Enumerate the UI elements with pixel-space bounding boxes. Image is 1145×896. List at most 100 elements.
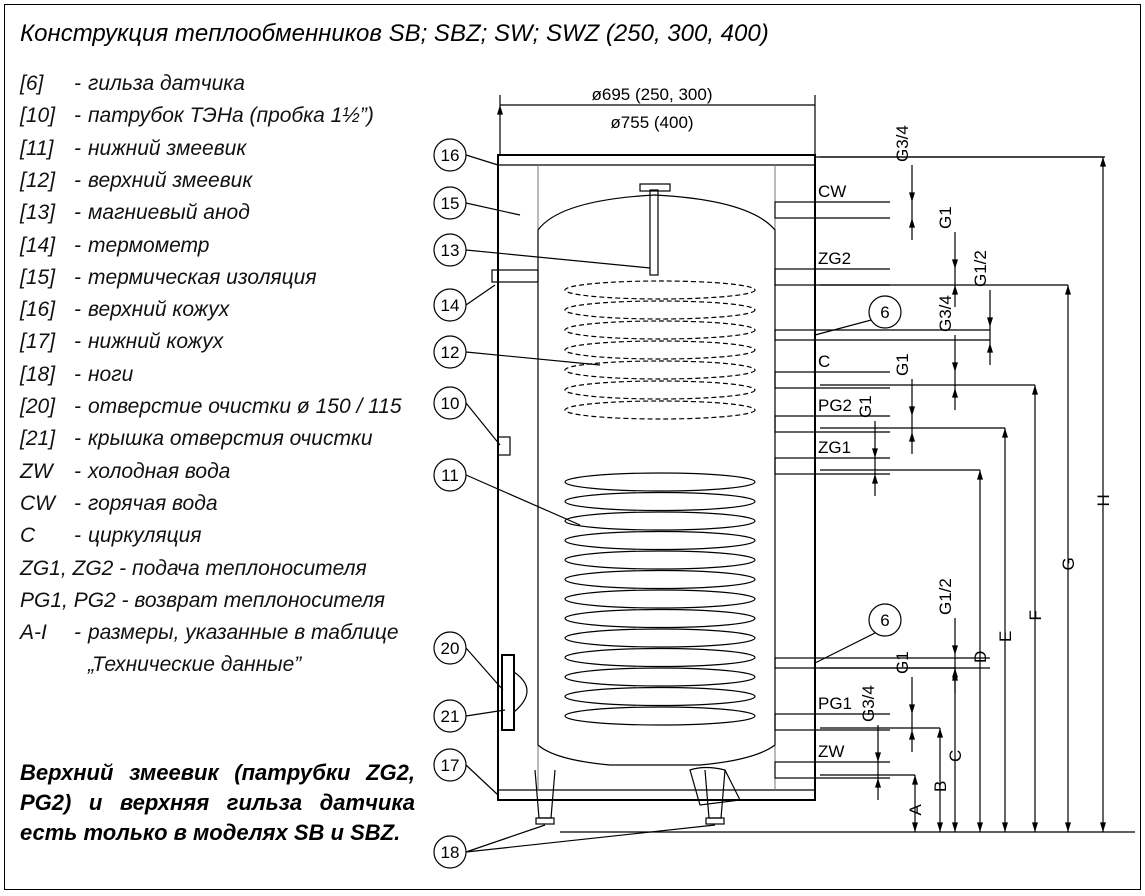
connection-label-ZG1: ZG1 xyxy=(818,438,851,457)
drawing-line xyxy=(465,474,581,526)
arrowhead xyxy=(1032,822,1038,832)
legend-key: ZW xyxy=(20,459,53,483)
callout-number: 21 xyxy=(441,707,460,726)
callout-circle xyxy=(433,631,467,665)
cleaning-opening-cover xyxy=(501,654,515,731)
arrowhead xyxy=(909,406,915,416)
legend-key: [6] xyxy=(20,72,44,95)
drawing-line xyxy=(465,249,651,269)
upper-coil-turn xyxy=(564,400,756,420)
arrowhead xyxy=(875,752,881,762)
connection-label-ZG2: ZG2 xyxy=(818,249,851,268)
diameter-label-1: ø695 (250, 300) xyxy=(592,85,713,104)
legend-key: A-I xyxy=(20,621,47,645)
legend-item: C-циркуляция xyxy=(20,524,202,548)
upper-coil-turn xyxy=(564,340,756,360)
lower-coil-turn xyxy=(564,472,756,492)
callout-circle xyxy=(433,186,467,220)
upper-coil-turn xyxy=(564,380,756,400)
connection-pipe xyxy=(774,415,816,433)
lower-coil-turn xyxy=(564,511,756,531)
legend-key: [18] xyxy=(20,362,56,386)
lower-coil-turn xyxy=(564,667,756,687)
legend-desc: нижний кожух xyxy=(88,330,224,354)
connection-label-PG2: PG2 xyxy=(818,396,852,415)
magnesium-anode xyxy=(649,189,659,276)
inner-tank xyxy=(537,194,776,766)
legend-item: [21]-крышка отверстия очистки xyxy=(20,427,373,451)
callout-number: 13 xyxy=(441,241,460,260)
drawing-line xyxy=(465,351,601,366)
arrowhead xyxy=(1065,285,1071,295)
legend-item: [12]-верхний змеевик xyxy=(20,168,253,192)
callout-number: 15 xyxy=(441,194,460,213)
callout-number: 16 xyxy=(441,146,460,165)
callout-circle xyxy=(433,138,467,172)
legend-desc: размеры, указанные в таблице xyxy=(88,621,399,645)
legend-desc: магниевый анод xyxy=(88,201,250,225)
callout-number: 6 xyxy=(880,303,889,322)
thread-size-label: G1/2 xyxy=(936,578,955,615)
arrowhead xyxy=(1002,428,1008,438)
legend-item: [17]-нижний кожух xyxy=(20,330,224,354)
legend-item: A-I-размеры, указанные в таблице xyxy=(20,621,399,645)
lower-coil-turn xyxy=(564,706,756,726)
callout-number: 20 xyxy=(441,639,460,658)
legend-key: [15] xyxy=(20,265,56,289)
legend-item: ZG1, ZG2 - подача теплоносителя xyxy=(20,557,367,581)
arrowhead xyxy=(977,822,983,832)
legend-item: PG1, PG2 - возврат теплоносителя xyxy=(20,589,385,613)
connection-label-CW: CW xyxy=(818,182,846,201)
callout-number: 17 xyxy=(441,756,460,775)
lower-coil-turn xyxy=(564,647,756,668)
connection-label-ZW: ZW xyxy=(818,742,844,761)
legend-key: [21] xyxy=(20,427,56,451)
anode-cap xyxy=(639,183,671,192)
callout-circle xyxy=(433,386,467,420)
arrowhead xyxy=(952,668,958,678)
legend-item: [16]-верхний кожух xyxy=(20,298,230,322)
arrowhead xyxy=(1100,822,1106,832)
callout-number: 18 xyxy=(441,843,460,862)
legend-item: „Технические данные” xyxy=(20,653,301,677)
callout-circle xyxy=(433,458,467,492)
dimension-label-D: D xyxy=(971,651,990,663)
legend-item: [18]-ноги xyxy=(20,362,134,386)
legend-desc: ZG1, ZG2 - подача теплоносителя xyxy=(20,556,367,580)
arrowhead xyxy=(977,470,983,480)
legend-item: [20]-отверстие очистки ø 150 / 115 xyxy=(20,395,402,418)
thread-size-label: G3/4 xyxy=(859,685,878,722)
arrowhead xyxy=(909,730,915,740)
diagram-frame xyxy=(4,4,1141,890)
legend-key: [16] xyxy=(20,298,56,322)
leg-foot xyxy=(535,817,555,825)
legend-key: [20] xyxy=(20,395,56,418)
legend-key: [12] xyxy=(20,168,56,192)
arrowhead xyxy=(909,704,915,714)
arrowhead xyxy=(952,362,958,372)
arrowhead xyxy=(1002,822,1008,832)
dimension-label-A: A xyxy=(906,804,925,816)
legend-item: [15]-термическая изоляция xyxy=(20,265,317,289)
arrowhead xyxy=(912,822,918,832)
thread-size-label: G1 xyxy=(936,206,955,229)
legend-item: [13]-магниевый анод xyxy=(20,201,250,225)
legend-desc: горячая вода xyxy=(88,491,218,515)
lower-coil-turn xyxy=(564,628,756,648)
connection-pipe xyxy=(774,201,816,219)
sensor-sleeve xyxy=(774,329,816,341)
arrowhead xyxy=(909,432,915,442)
legend-desc: отверстие очистки ø 150 / 115 xyxy=(88,395,402,418)
legend-desc: крышка отверстия очистки xyxy=(88,427,373,451)
legend-desc: гильза датчика xyxy=(88,72,245,95)
arrowhead xyxy=(909,218,915,228)
arrowhead xyxy=(912,775,918,785)
diameter-label-2: ø755 (400) xyxy=(610,113,693,132)
dimension-label-B: B xyxy=(931,781,950,792)
callout-circle xyxy=(433,335,467,369)
drawing-line xyxy=(465,647,504,691)
drawing-line xyxy=(465,764,499,796)
legend-key: [11] xyxy=(20,136,54,160)
arrowhead xyxy=(1065,822,1071,832)
cleaning-opening xyxy=(513,671,528,713)
